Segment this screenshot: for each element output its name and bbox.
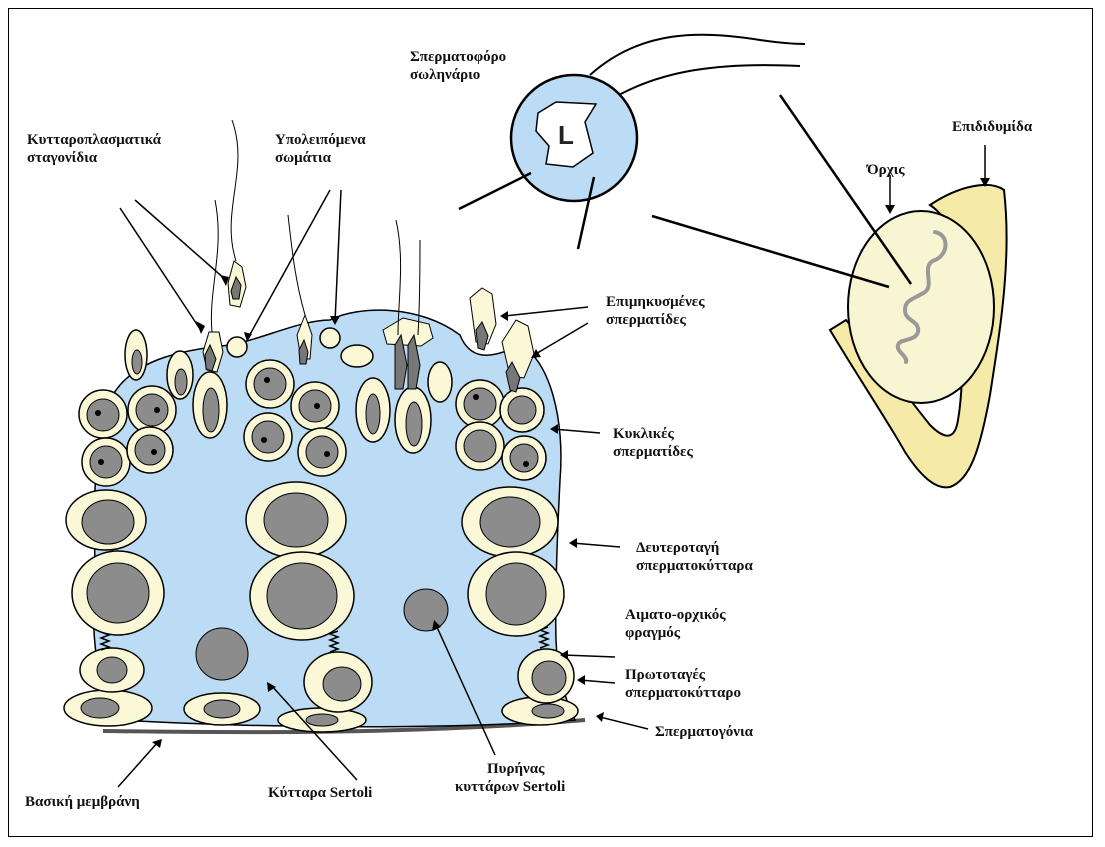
label-basement-membrane: Βασική μεμβράνη xyxy=(25,792,140,812)
label-residual-bodies: Υπολειπόμενα σωμάτια xyxy=(275,131,366,167)
tubule-cross-section: L xyxy=(459,35,805,249)
label-sertoli-cells: Κύτταρα Sertoli xyxy=(268,783,372,803)
label-round-spermatids: Κυκλικές σπερματίδες xyxy=(613,425,693,461)
secondary-spermatocytes xyxy=(66,482,564,640)
label-epididymis: Επιδιδυμίδα xyxy=(952,117,1032,137)
lumen-label: L xyxy=(558,120,574,150)
label-secondary-spermatocytes: Δευτεροταγή σπερματοκύτταρα xyxy=(636,539,753,575)
seminiferous-epithelium xyxy=(64,120,648,787)
residual-body xyxy=(227,337,247,357)
label-elongated-spermatids: Επιμηκυσμένες σπερματίδες xyxy=(606,293,705,329)
label-testis: Όρχις xyxy=(867,160,905,180)
label-blood-testis-barrier: Αιματο-ορχικός φραγμός xyxy=(625,606,726,642)
label-sertoli-nucleus: Πυρήνας κυττάρων Sertoli xyxy=(455,760,565,796)
label-spermatophore-tubule: Σπερματοφόρο σωληνάριο xyxy=(410,48,506,84)
label-spermatogonia: Σπερματογόνια xyxy=(655,722,753,742)
testis-epididymis xyxy=(652,95,1007,487)
label-cytoplasmic-droplets: Κυτταροπλασματικά σταγονίδια xyxy=(27,131,161,167)
testis-shape xyxy=(848,211,994,403)
label-primary-spermatocyte: Πρωτοταγές σπερματοκύτταρο xyxy=(625,666,741,702)
